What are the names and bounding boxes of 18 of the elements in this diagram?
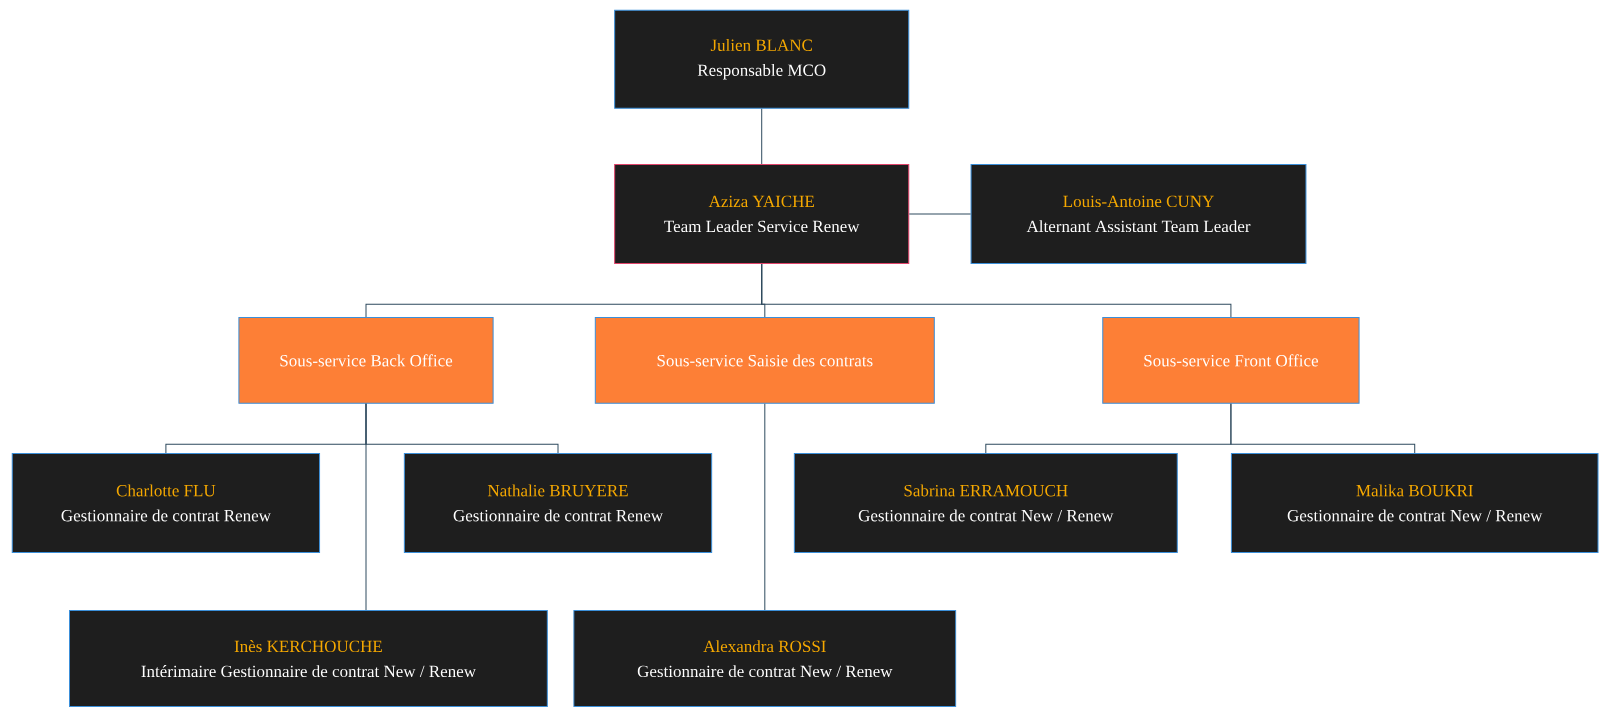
person-box: Aziza YAICHE Team Leader Service Renew <box>614 163 910 264</box>
person-box: Malika BOUKRI Gestionnaire de contrat New / Renew <box>1230 452 1599 553</box>
person-box: Nathalie BRUYERE Gestionnaire de contrat Renew <box>403 452 713 553</box>
connector-line <box>761 263 1232 318</box>
person-box: Inès KERCHOUCHE Intérimaire Gestionnaire de contrat New / Renew <box>69 610 548 707</box>
connector-line <box>365 403 367 611</box>
person-box: Charlotte FLU Gestionnaire de contrat Renew <box>11 452 321 553</box>
service-box: Sous-service Front Office <box>1102 317 1360 404</box>
person-box: Sabrina ERRAMOUCH Gestionnaire de contrat New / Renew <box>793 452 1178 553</box>
connector-line <box>761 108 763 165</box>
connector-line <box>764 403 766 611</box>
connector-line <box>1230 403 1416 454</box>
connector-line <box>908 213 972 215</box>
person-box: Louis-Antoine CUNY Alternant Assistant Team Leader <box>970 163 1307 264</box>
person-box: Julien BLANC Responsable MCO <box>614 9 910 109</box>
person-box: Alexandra ROSSI Gestionnaire de contrat New / Renew <box>573 610 957 707</box>
service-box: Sous-service Saisie des contrats <box>594 317 935 404</box>
service-box: Sous-service Back Office <box>238 317 494 404</box>
